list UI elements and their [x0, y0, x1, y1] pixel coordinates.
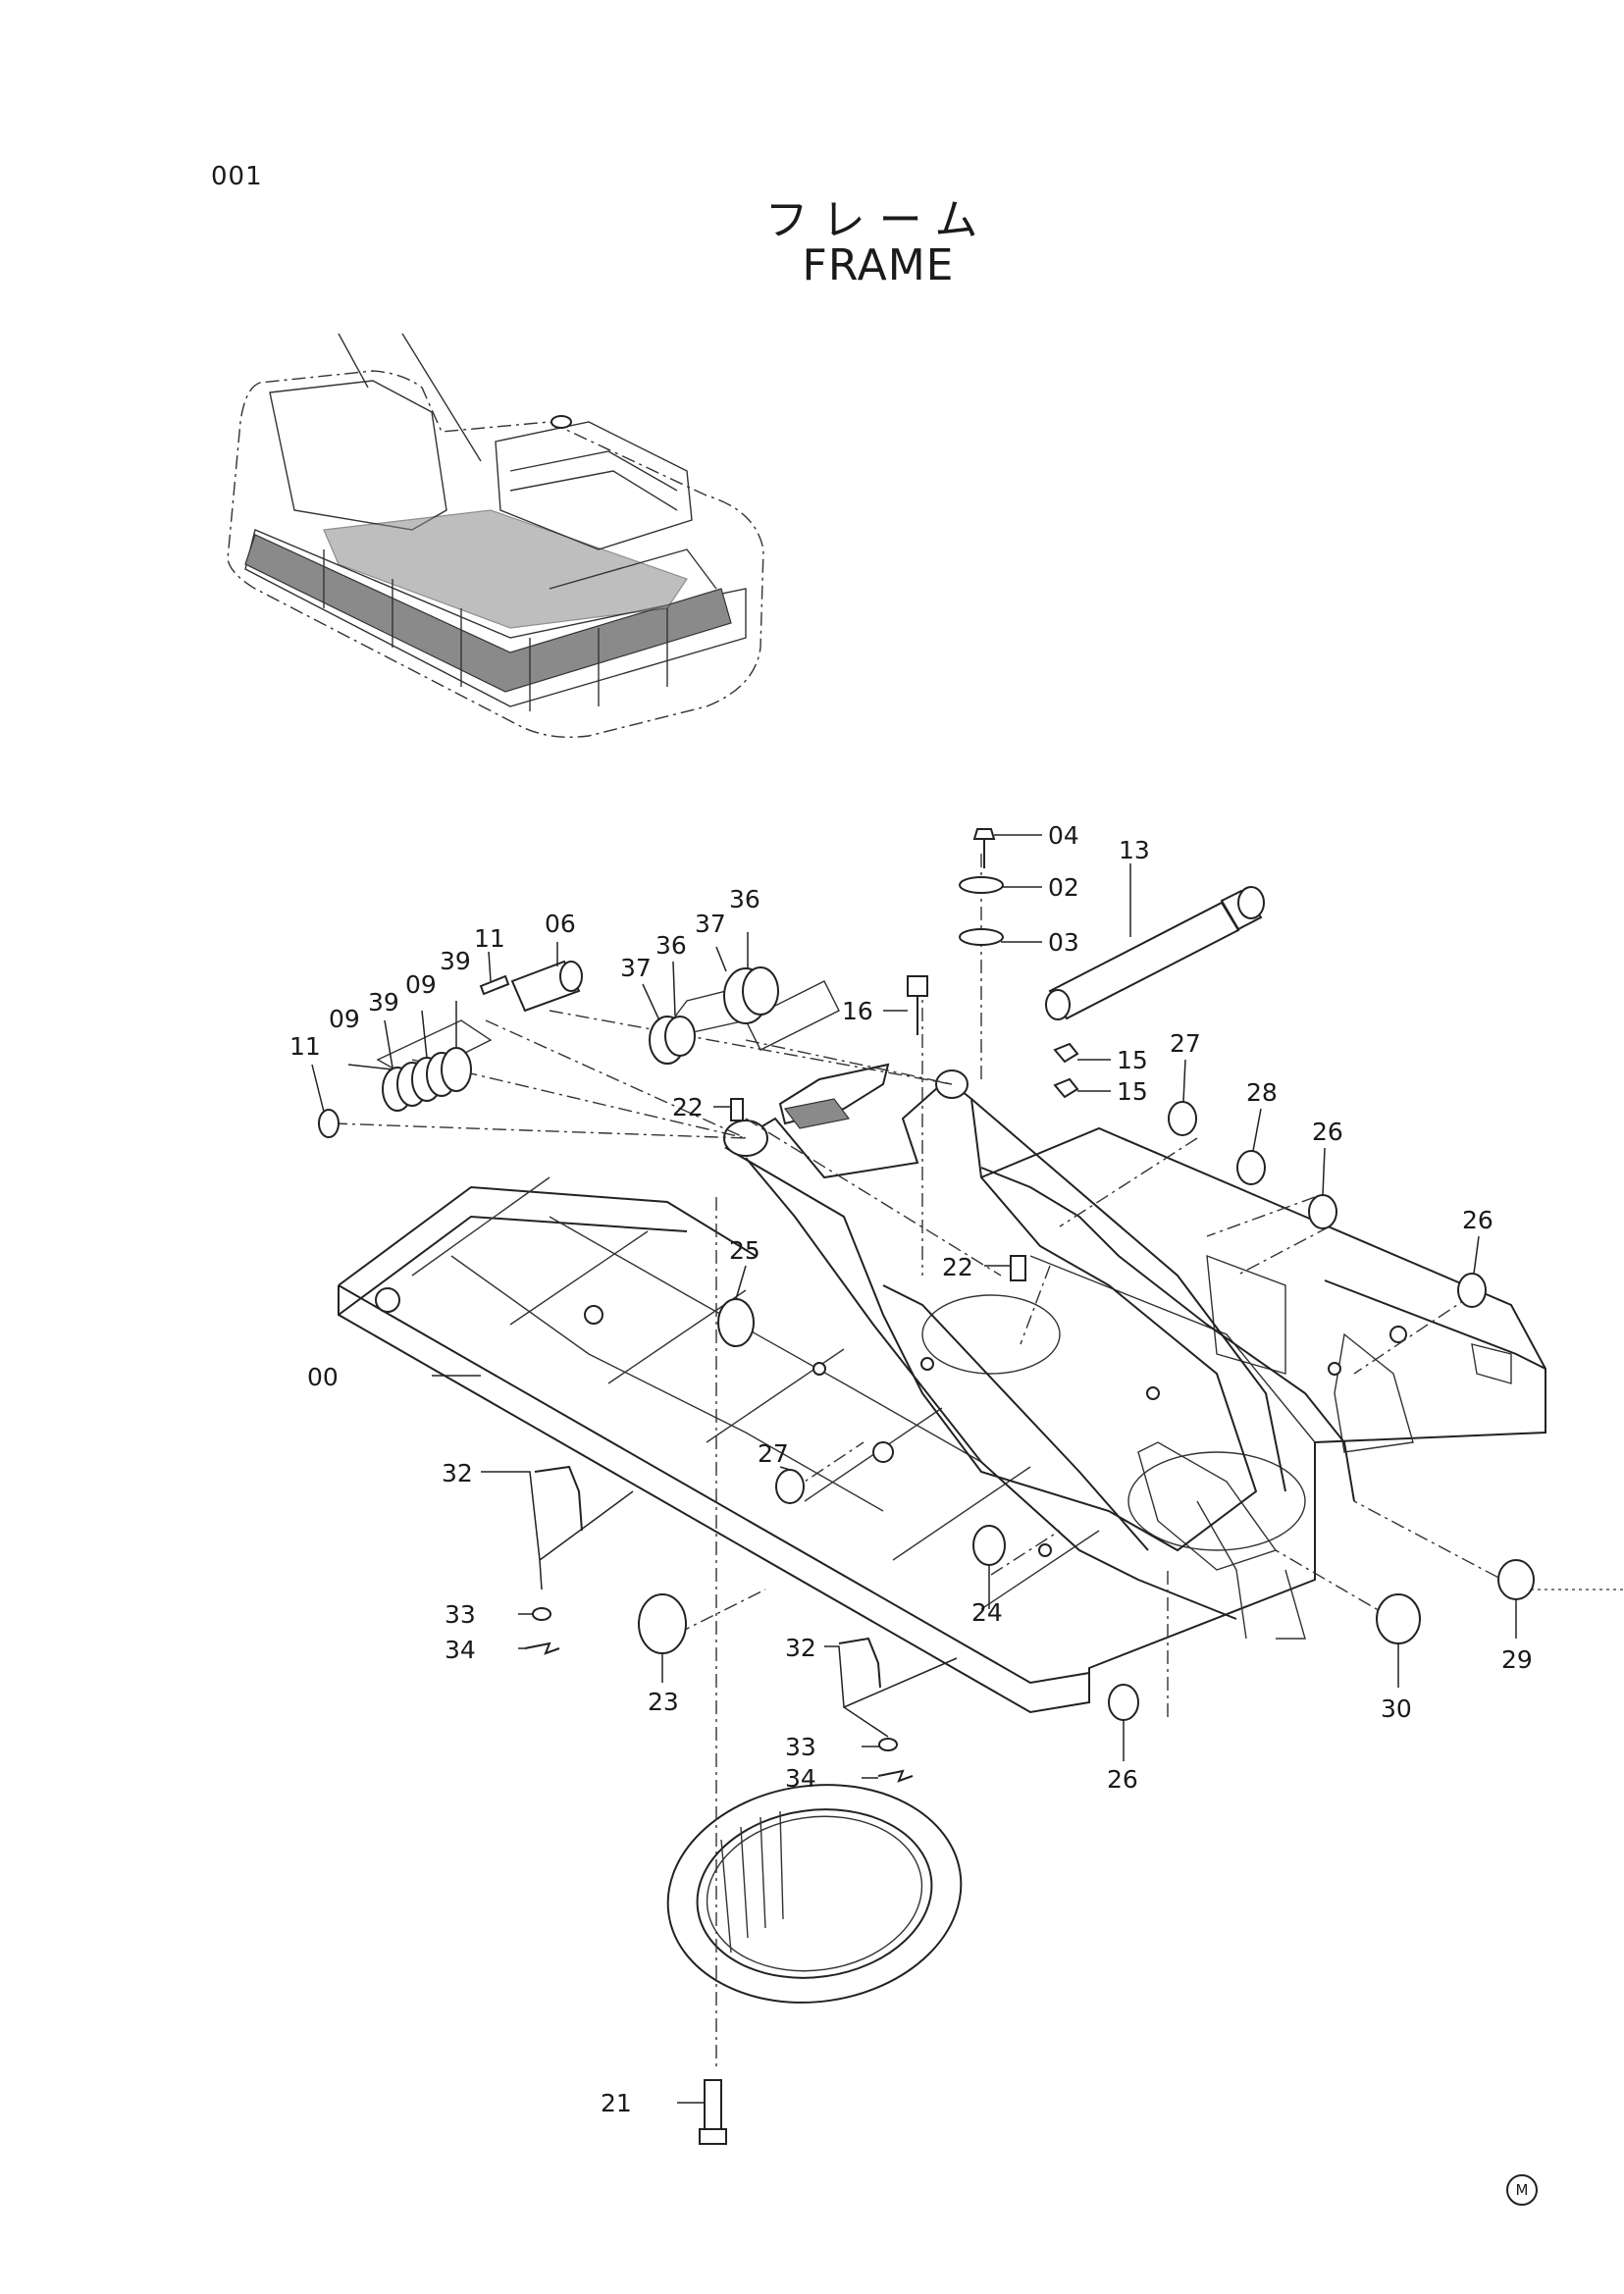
callout-39-b: 39	[440, 947, 471, 975]
callout-04: 04	[1048, 821, 1079, 850]
callout-26-b: 26	[1462, 1206, 1493, 1234]
callout-30: 30	[1381, 1694, 1412, 1723]
callout-26: 26	[1312, 1118, 1343, 1146]
manufacturer-mark: M	[1506, 2174, 1538, 2206]
callout-32: 32	[442, 1459, 473, 1487]
callout-06: 06	[545, 910, 576, 938]
page-number: 001	[211, 162, 263, 191]
callout-03: 03	[1048, 928, 1079, 957]
callout-37: 37	[620, 954, 652, 982]
locator-thumbnail	[227, 333, 764, 738]
callout-34-b: 34	[785, 1764, 816, 1793]
callout-00: 00	[307, 1363, 339, 1391]
callout-09-b: 09	[405, 970, 437, 999]
page-title: FRAME	[802, 240, 955, 290]
callout-36: 36	[655, 931, 687, 960]
callout-28: 28	[1246, 1078, 1278, 1107]
callout-11: 11	[289, 1032, 321, 1061]
projection-lines	[333, 854, 1624, 2070]
callout-34: 34	[445, 1636, 476, 1664]
callout-32-b: 32	[785, 1634, 816, 1662]
callout-22: 22	[672, 1093, 704, 1121]
callout-10: 11	[474, 924, 505, 953]
callout-33: 33	[445, 1600, 476, 1629]
callout-15: 15	[1117, 1046, 1148, 1074]
callout-27-b: 27	[758, 1439, 789, 1468]
part-13-pin	[1045, 886, 1265, 1020]
page-title-japanese: フレーム	[764, 195, 992, 245]
callout-24: 24	[971, 1598, 1003, 1627]
callout-39: 39	[368, 988, 399, 1017]
callout-23: 23	[648, 1688, 679, 1716]
callout-16: 16	[842, 997, 873, 1025]
swing-bearing-ring	[666, 1784, 963, 2004]
callout-22-b: 22	[942, 1253, 973, 1281]
callout-27: 27	[1170, 1029, 1201, 1058]
callout-25: 25	[729, 1236, 760, 1265]
callout-02: 02	[1048, 873, 1079, 902]
small-parts	[318, 828, 1535, 2145]
callout-21: 21	[601, 2089, 632, 2117]
callout-leaders	[311, 834, 1517, 2104]
callout-labels: 04 02 03 13 15 15 16 22 22 06 11 11 09 3…	[289, 821, 1533, 2117]
callout-37-b: 37	[695, 910, 726, 938]
callout-09: 09	[329, 1005, 360, 1033]
callout-33-b: 33	[785, 1733, 816, 1761]
callout-15-b: 15	[1117, 1077, 1148, 1106]
callout-29: 29	[1501, 1645, 1533, 1674]
boom-mast	[723, 1063, 1355, 1620]
callout-13: 13	[1119, 836, 1150, 864]
callout-36-b: 36	[729, 885, 760, 913]
callout-26-c: 26	[1107, 1765, 1138, 1794]
